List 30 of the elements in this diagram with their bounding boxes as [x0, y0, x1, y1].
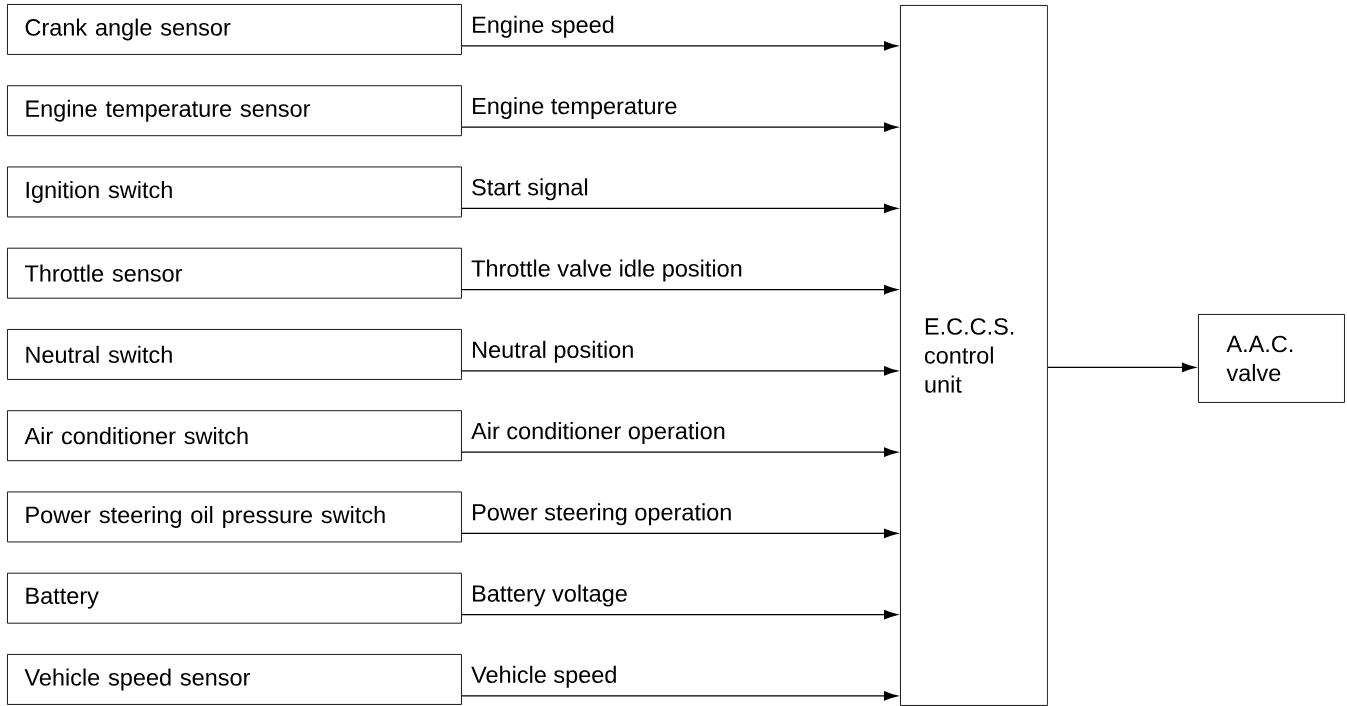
arrow — [884, 203, 898, 214]
sensor-box: Throttle sensor — [7, 247, 462, 299]
sensor-box: Engine temperature sensor — [7, 85, 462, 137]
arrow — [884, 528, 898, 539]
edge-label: Engine speed — [473, 15, 614, 38]
arrow — [884, 610, 898, 620]
arrow — [884, 122, 898, 132]
edge-label: Throttle valve idle position — [471, 259, 742, 282]
arrow — [884, 447, 898, 457]
unit-box: A.A.C. valve — [1198, 314, 1345, 403]
sensor-box: Battery — [7, 572, 462, 624]
sensor-box: Ignition switch — [7, 166, 462, 218]
unit-box: E.C.C.S. control unit — [900, 5, 1048, 706]
edge-label: Air conditioner operation — [471, 422, 725, 444]
sensor-box: Neutral switch — [7, 329, 462, 380]
edge-label: Power steering operation — [473, 503, 731, 526]
sensor-box: Air conditioner switch — [7, 410, 462, 462]
edge-label: Battery voltage — [473, 584, 627, 607]
edge-label: Engine temperature — [473, 97, 677, 119]
sensor-box: Crank angle sensor — [7, 4, 462, 55]
arrow — [884, 285, 898, 295]
edge-label: Start signal — [472, 178, 588, 201]
edge-label: Vehicle speed — [471, 665, 616, 688]
edge-label: Neutral position — [473, 340, 633, 363]
sensor-box: Power steering oil pressure switch — [7, 491, 462, 543]
arrow — [884, 691, 898, 701]
sensor-box: Vehicle speed sensor — [7, 654, 462, 705]
arrow — [1047, 362, 1196, 373]
arrow — [884, 366, 898, 376]
arrow — [884, 41, 898, 51]
